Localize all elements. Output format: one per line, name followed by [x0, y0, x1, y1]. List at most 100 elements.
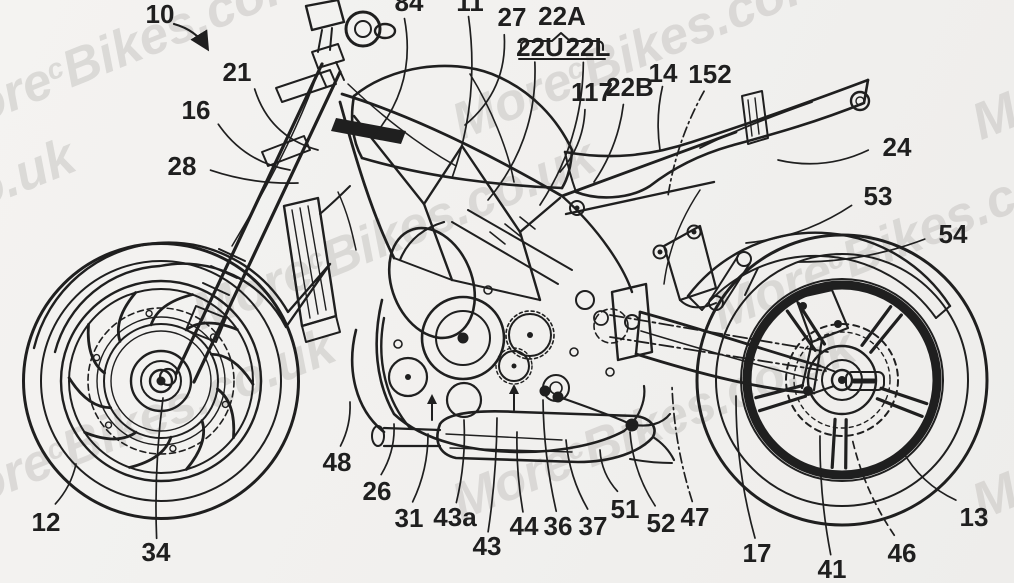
leader-34	[155, 397, 164, 540]
label-11: 11	[456, 0, 484, 17]
leader-47	[671, 385, 694, 503]
disc-hole	[221, 400, 230, 409]
front-fork	[158, 62, 342, 387]
label-31: 31	[395, 503, 424, 533]
front-spoke	[149, 293, 194, 327]
label-152: 152	[688, 59, 731, 89]
radiator	[282, 185, 351, 343]
label-47: 47	[681, 502, 710, 532]
leader-54	[797, 238, 926, 263]
label-16: 16	[182, 95, 211, 125]
leader-27	[464, 33, 506, 126]
label-12: 12	[32, 507, 61, 537]
front-spoke	[184, 419, 206, 471]
label-84: 84	[395, 0, 424, 17]
flow-arrow	[509, 384, 519, 394]
label-22B: 22B	[606, 72, 654, 102]
leader-53	[745, 204, 853, 244]
label-34: 34	[142, 537, 171, 567]
label-27: 27	[498, 2, 527, 32]
flow-arrow	[427, 394, 437, 404]
leader-41	[819, 435, 832, 556]
front-spoke	[184, 321, 239, 332]
swingarm	[634, 310, 837, 395]
rear-spoke	[860, 305, 893, 347]
label-54: 54	[939, 219, 968, 249]
leader-52	[629, 431, 656, 507]
leader-44	[516, 431, 524, 513]
leader-48	[339, 401, 351, 447]
label-37: 37	[579, 511, 608, 541]
label-22U: 22U	[516, 32, 564, 62]
leader-28	[209, 169, 299, 184]
tank-pad	[331, 118, 406, 144]
label-36: 36	[544, 511, 573, 541]
label-14: 14	[649, 58, 678, 88]
front-spoke	[86, 322, 106, 375]
leader-51	[599, 449, 619, 493]
disc-hole	[169, 444, 177, 453]
leader-11	[451, 15, 473, 179]
label-46: 46	[888, 538, 917, 568]
rear-spoke	[754, 383, 804, 400]
leader-43a	[455, 419, 466, 504]
rear-spoke	[869, 313, 903, 354]
watermark-text: MorecBikes.co.uk	[964, 316, 1014, 532]
disc-hole	[145, 309, 153, 318]
label-52: 52	[647, 508, 676, 538]
label-10: 10	[146, 0, 175, 29]
leader-13	[901, 449, 957, 502]
front-spoke	[83, 430, 138, 441]
leader-16	[217, 123, 291, 171]
leader-37	[565, 439, 589, 510]
leader-31	[411, 433, 429, 503]
label-24: 24	[883, 132, 912, 162]
label-43a: 43a	[433, 502, 477, 532]
brace-22a	[520, 32, 604, 51]
label-41: 41	[818, 554, 847, 583]
label-22L: 22L	[566, 32, 611, 62]
leader-lines	[54, 15, 957, 556]
watermark-text: MorecBikes.co.uk	[184, 126, 607, 342]
leader-22B	[593, 103, 625, 183]
leader-84	[371, 17, 409, 139]
label-28: 28	[168, 151, 197, 181]
label-26: 26	[363, 476, 392, 506]
leader-24	[777, 149, 870, 165]
handlebar	[304, 0, 397, 87]
label-22A: 22A	[538, 1, 586, 31]
leader-22L	[539, 61, 585, 206]
label-48: 48	[323, 447, 352, 477]
leader-10	[172, 22, 210, 52]
label-17: 17	[743, 538, 772, 568]
subframe-bracket	[569, 200, 752, 311]
leader-12	[54, 463, 77, 505]
leader-46	[851, 437, 896, 537]
rear-spoke	[875, 397, 924, 418]
label-44: 44	[510, 511, 539, 541]
watermark-text: MorecBikes.co.uk	[964, 0, 1014, 152]
front-spoke	[67, 376, 113, 410]
label-53: 53	[864, 181, 893, 211]
front-spoke	[209, 352, 255, 386]
disc-hole	[104, 421, 113, 429]
leader-17	[735, 395, 756, 539]
label-117: 117	[571, 77, 613, 107]
leader-152	[667, 90, 705, 197]
leader-36	[542, 399, 558, 513]
leader-22U	[487, 61, 536, 201]
leader-21	[253, 88, 319, 151]
cables	[231, 71, 701, 285]
disc-hole	[92, 353, 101, 362]
leader-117	[559, 108, 586, 173]
fuel-tank	[331, 64, 574, 190]
drawing-layer	[22, 0, 989, 527]
drive-chain	[593, 308, 829, 372]
label-13: 13	[960, 502, 989, 532]
label-51: 51	[611, 494, 640, 524]
front-spoke	[116, 291, 138, 343]
label-43: 43	[473, 531, 502, 561]
